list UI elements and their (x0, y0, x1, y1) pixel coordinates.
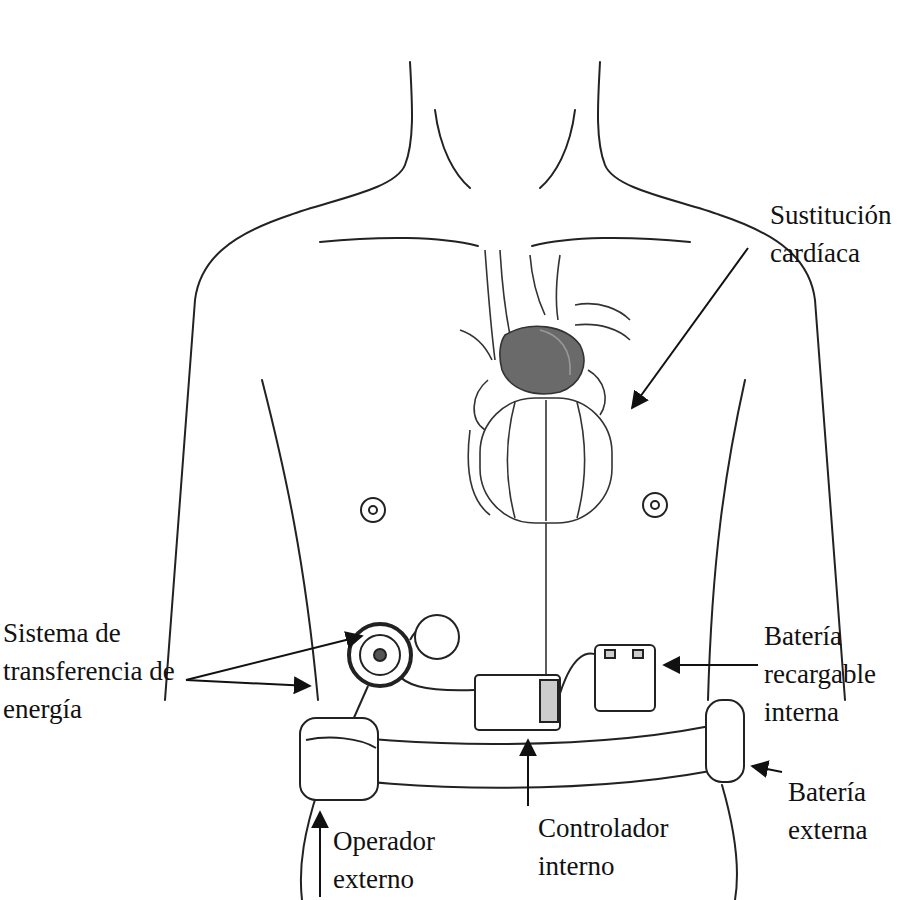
leader-lines (186, 248, 782, 897)
implant-parts (300, 615, 744, 800)
body-outline (165, 62, 845, 900)
part-label: Operador externo (333, 822, 483, 898)
part-label: Controlador interno (538, 809, 713, 885)
part-label: Batería externa (788, 773, 916, 849)
heart-replacement (460, 250, 630, 678)
part-label: Sustitución cardíaca (770, 196, 918, 272)
part-label: Sistema de transferencia de energía (3, 614, 181, 728)
part-label: Batería recargable interna (764, 617, 914, 731)
